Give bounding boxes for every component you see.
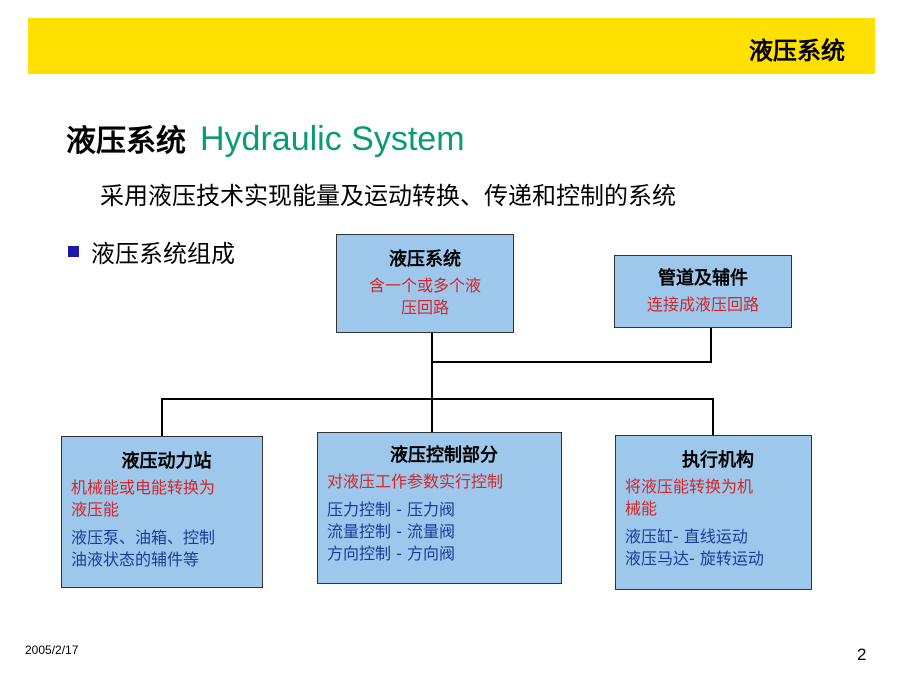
box-control-line: 方向控制 - 方向阀 [327, 544, 455, 563]
box-control-line: 压力控制 - 压力阀 [327, 500, 455, 519]
connector-control [431, 398, 433, 432]
box-hydraulic-system-line: 压回路 [400, 298, 449, 317]
connector-actuator [712, 398, 714, 435]
box-hydraulic-system-title: 液压系统 [389, 249, 461, 270]
page-number: 2 [857, 645, 867, 664]
slide-title-cn: 液压系统 [66, 124, 186, 159]
slide-title: 液压系统 Hydraulic System [66, 116, 465, 160]
box-control-line: 流量控制 - 流量阀 [327, 522, 455, 541]
box-power-station-line: 液压能 [71, 500, 120, 519]
connector-pipes-down [710, 328, 712, 363]
connector-pipes-join [431, 361, 712, 363]
box-pipes-line: 连接成液压回路 [646, 295, 759, 314]
connector-horizontal [161, 398, 714, 400]
box-actuator-line: 械能 [625, 499, 658, 518]
footer-date: 2005/2/17 [25, 643, 79, 657]
box-hydraulic-system-line: 含一个或多个液 [368, 276, 481, 295]
banner-title: 液压系统 [749, 37, 845, 65]
box-power-station-line: 液压泵、油箱、控制 [71, 528, 216, 547]
box-power-station-title: 液压动力站 [121, 451, 212, 472]
header-banner: 液压系统 [28, 18, 875, 74]
slide-subtitle: 采用液压技术实现能量及运动转换、传递和控制的系统 [100, 182, 676, 210]
box-actuator-title: 执行机构 [682, 450, 754, 471]
box-control-line: 对液压工作参数实行控制 [327, 472, 504, 491]
box-power-station-line: 机械能或电能转换为 [71, 478, 216, 497]
box-actuator-line: 将液压能转换为机 [625, 477, 754, 496]
connector-root-down [431, 332, 433, 400]
box-hydraulic-system: 液压系统 含一个或多个液 压回路 [336, 234, 514, 333]
bullet-square-icon [68, 246, 79, 257]
bullet-text: 液压系统组成 [91, 240, 235, 268]
slide-title-en: Hydraulic System [200, 120, 465, 158]
box-control-title: 液压控制部分 [390, 445, 498, 466]
box-actuator-line: 液压马达- 旋转运动 [625, 549, 764, 568]
box-power-station: 液压动力站 机械能或电能转换为 液压能 液压泵、油箱、控制 油液状态的辅件等 [61, 436, 263, 588]
bullet-item: 液压系统组成 [68, 234, 235, 269]
box-power-station-line: 油液状态的辅件等 [71, 550, 200, 569]
box-control: 液压控制部分 对液压工作参数实行控制 压力控制 - 压力阀 流量控制 - 流量阀… [317, 432, 562, 584]
box-actuator-line: 液压缸- 直线运动 [625, 527, 748, 546]
box-pipes: 管道及辅件 连接成液压回路 [614, 255, 792, 328]
connector-power [161, 398, 163, 436]
box-pipes-title: 管道及辅件 [658, 268, 748, 289]
box-actuator: 执行机构 将液压能转换为机 械能 液压缸- 直线运动 液压马达- 旋转运动 [615, 435, 812, 590]
